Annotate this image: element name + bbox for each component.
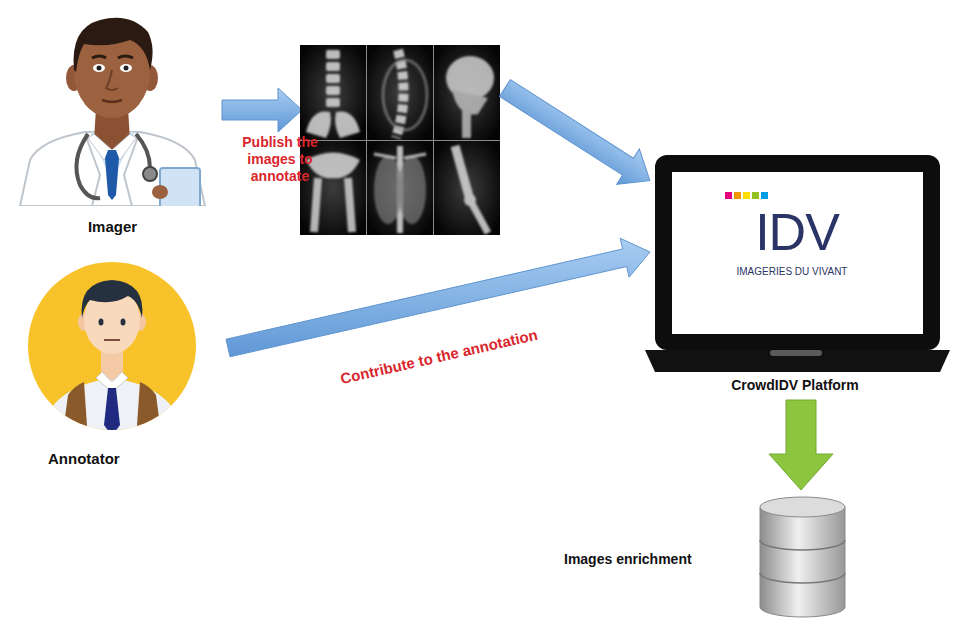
annotator-figure [104,339,120,341]
xray-images [300,141,366,235]
database-cylinder [760,540,845,550]
text-slot: IMAGERIES DU VIVANT [722,266,862,278]
annotator-figure [62,382,88,440]
doctor-figure [143,167,157,181]
role-label: Annotator [48,450,168,468]
xray-images [434,45,500,140]
annotator-node: Annotator [28,262,228,474]
xray-images [374,156,402,224]
text-slot: CrowdIDV Platform [710,377,880,394]
publish-label: Publish the images to annotate [238,134,322,184]
xray-images [300,45,500,235]
doctor-figure [93,64,105,72]
xray-images [383,60,427,130]
xray-images [434,141,500,235]
edge-label: Contribute to the annotation [317,321,561,393]
logo-subtitle: IMAGERIES DU VIVANT [722,266,862,278]
database-cylinder [760,507,845,617]
doctor-figure [74,18,153,72]
xray-images [326,74,340,83]
laptop-shape [655,155,940,350]
imager-node: Imager [15,0,210,245]
doctor-figure [20,18,205,206]
role-label: Imager [15,218,210,236]
laptop-shape [725,192,732,199]
edge-label-slot: Contribute to the annotation [317,321,561,393]
xray-images [306,111,331,138]
logo-text: IDV [742,206,852,258]
xray-images [455,146,470,200]
laptop-shape [770,350,822,356]
xray-images [335,111,360,138]
doctor-figure [105,150,119,200]
database-cylinder [760,497,845,517]
xray-images [300,45,500,235]
xray-images [306,153,360,179]
laptop-shape [743,192,750,199]
annotator-figure [40,280,184,440]
annotator-figure [99,319,104,326]
enrichment-arrow [769,400,833,490]
publish-arrow [222,88,302,132]
xray-images [326,98,340,107]
text-slot: Annotator [48,450,168,468]
xray-images [314,178,318,232]
database-caption: Images enrichment [564,551,724,568]
platform-caption: CrowdIDV Platform [710,377,880,394]
laptop-shape [672,172,923,334]
annotator-figure [104,388,120,436]
annotator-figure [136,382,162,440]
xray-images [464,194,476,206]
doctor-figure [124,134,139,206]
annotator-figure [82,280,143,318]
laptop-shape [752,192,759,199]
doctor-figure [160,168,200,206]
upload-arrow [494,70,662,198]
publish-arrow [222,88,302,132]
doctor-figure [97,66,102,71]
doctor-figure [120,64,132,72]
xray-images [326,86,340,95]
xray-images [374,154,396,158]
annotation-arrow [226,238,650,357]
annotator-figure [121,319,126,326]
xray-images [404,154,426,158]
xray-images [326,62,340,71]
text-slot: Images enrichment [564,551,724,568]
doctor-figure [102,100,122,102]
platform-node: IDV IMAGERIES DU VIVANT CrowdIDV Platform [650,150,945,400]
doctor-figure [124,66,129,71]
doctor-figure [136,134,150,168]
doctor-figure [118,56,133,58]
xray-images [306,50,494,233]
label-slot: Publish the images to annotate [238,134,322,184]
xray-images [462,108,471,138]
xray-images [348,178,352,232]
xray-images [367,45,433,140]
xray-images [367,141,433,235]
doctor-figure [76,134,100,198]
doctor-figure [152,185,168,199]
text-slot: Imager [15,218,210,236]
laptop-shape [645,350,950,372]
doctor-figure [106,70,118,90]
database-cylinder [760,573,845,583]
xray-images [326,50,340,59]
upload-arrow [494,70,662,198]
xray-images [300,140,500,141]
laptop-shape [761,192,768,199]
text-slot: IDV [742,206,852,258]
annotator-figure [28,262,196,440]
doctor-figure [92,56,106,58]
laptop-shape [645,155,950,372]
database-cylinder [760,497,845,617]
laptop-shape [734,192,741,199]
xray-images [300,45,366,140]
xray-images [398,156,426,224]
database-node: Images enrichment [560,490,850,620]
